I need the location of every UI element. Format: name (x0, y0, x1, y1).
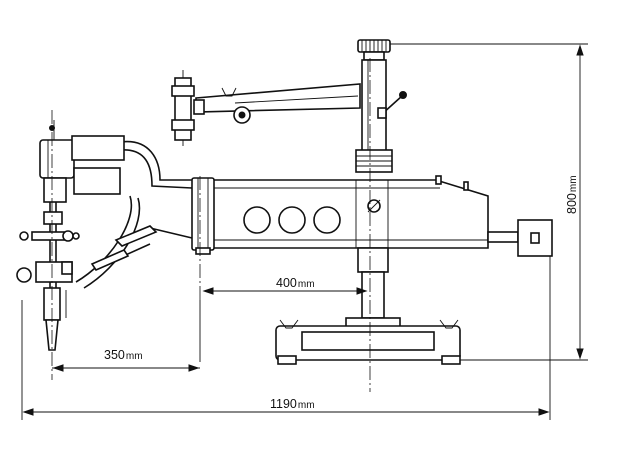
indicator-window-3 (313, 206, 341, 234)
stand-post (361, 271, 385, 319)
wing-nut-icon (279, 319, 299, 329)
dimension-400 (199, 287, 368, 362)
counterweight-bolt-icon (530, 232, 540, 244)
switch-icon (435, 175, 442, 185)
gear-box (73, 167, 121, 195)
motor-head (39, 139, 75, 179)
base-foot (441, 355, 461, 365)
svg-text:350mm: 350mm (104, 348, 143, 362)
upper-arm-assembly (171, 39, 407, 173)
dimension-800 (390, 43, 588, 361)
valve-knob-icon (62, 230, 74, 242)
wing-nut-icon (439, 319, 459, 329)
dimension-1190 (21, 256, 551, 420)
svg-text:800mm: 800mm (565, 175, 579, 214)
main-carriage (191, 175, 553, 257)
torch-mount (43, 177, 67, 203)
lower-torch-arm (16, 120, 193, 351)
top-knob-collar (363, 51, 385, 61)
indicator-window-2 (278, 206, 306, 234)
dim-1190-unit: mm (298, 400, 315, 411)
dim-350-value: 350 (104, 348, 125, 362)
base-foot (277, 355, 297, 365)
stand-post-top (357, 247, 389, 273)
arm-panel (114, 225, 158, 247)
horizontal-arm (195, 83, 361, 113)
base-window (301, 331, 435, 351)
support-stand (275, 247, 461, 365)
svg-text:1190mm: 1190mm (270, 397, 315, 411)
dim-400-value: 400 (276, 276, 297, 290)
dim-1190-value: 1190 (270, 397, 297, 411)
svg-text:400mm: 400mm (276, 276, 315, 290)
arm-panel (90, 248, 130, 272)
dimension-350 (52, 364, 200, 372)
dim-800-unit: mm (568, 175, 579, 192)
dim-400-unit: mm (298, 279, 315, 290)
wing-nut-icon (221, 87, 237, 97)
torch-clamp-knob (16, 267, 32, 283)
indicator-window-1 (243, 206, 271, 234)
motor-housing (71, 135, 125, 161)
front-end-plate (191, 177, 215, 251)
valve-knob-icon (19, 231, 29, 241)
switch-icon (463, 181, 469, 191)
rear-rail (487, 231, 519, 243)
gooseneck-upper (119, 140, 192, 181)
dim-350-unit: mm (126, 351, 143, 362)
dim-800-value: 800 (565, 193, 579, 214)
